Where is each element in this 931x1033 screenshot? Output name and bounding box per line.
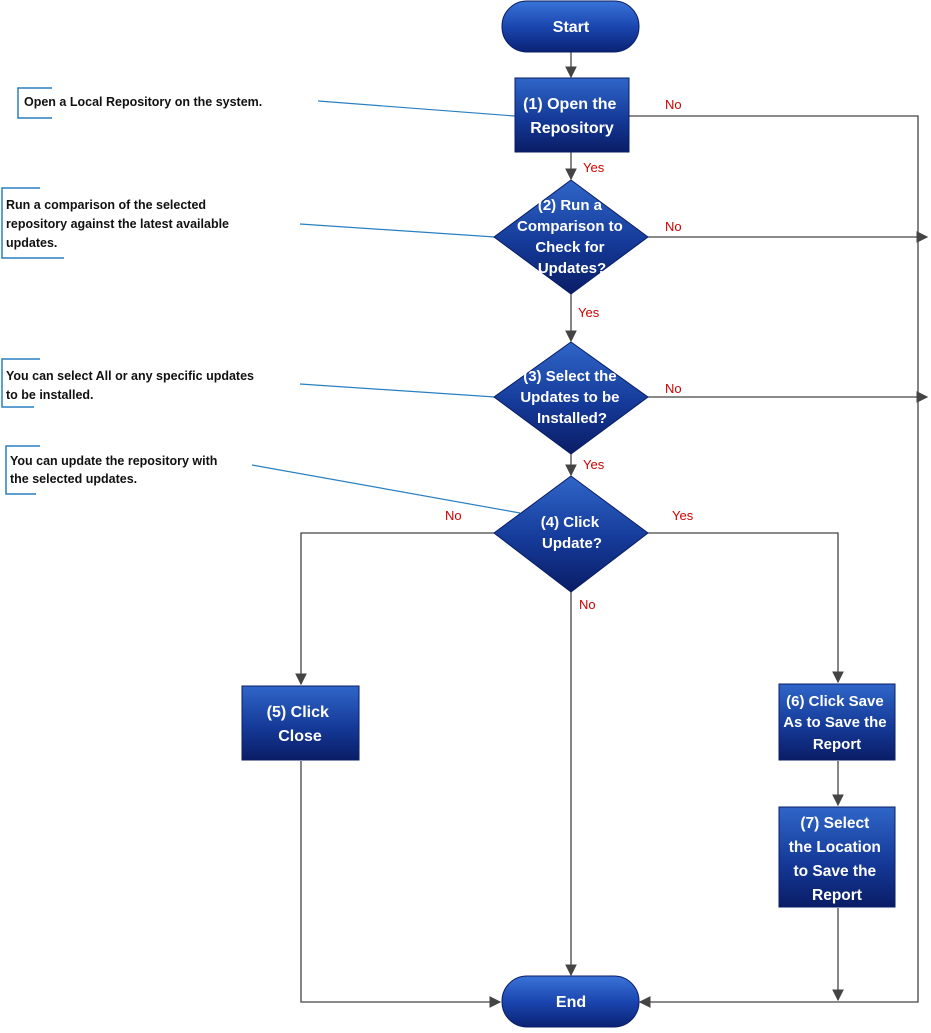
step-5-line-1: (5) Click (267, 704, 329, 721)
note-1-line-1: Open a Local Repository on the system. (24, 95, 262, 109)
label-yes-1-2: Yes (583, 160, 605, 175)
step-3-line-2: Updates to be (520, 389, 619, 406)
note-4-line-2: the selected updates. (10, 472, 137, 486)
step-4-line-1: (4) Click (541, 514, 600, 531)
note-bracket-1 (17, 87, 52, 119)
edge-1-no-right (629, 115, 919, 1008)
svg-text:Run a comparison of the select: Run a comparison of the selected reposit… (6, 198, 232, 250)
end-label: End (556, 994, 586, 1011)
connectors (295, 52, 929, 1008)
note-2-line-1: Run a comparison of the selected (6, 198, 206, 212)
svg-text:(4) Click Update?: (4) Click Update? (541, 514, 604, 552)
svg-text:(1) Open the Repository: (1) Open the Repository (523, 96, 621, 137)
callout-line-4 (251, 464, 521, 514)
step-3-line-3: Installed? (537, 410, 607, 427)
callout-line-2 (299, 223, 496, 238)
note-brackets (1, 87, 64, 495)
edge-4-yes-right (648, 532, 844, 684)
step-7-line-1: (7) Select (800, 815, 869, 832)
label-yes-2-3: Yes (578, 305, 600, 320)
svg-text:(3) Select the Updates t: (3) Select the Updates to be Installed? (520, 368, 623, 427)
label-no-2: No (665, 219, 682, 234)
note-3: You can select All or any specific updat… (6, 369, 257, 402)
callout-line-3 (299, 383, 496, 398)
step-6-box: (6) Click Save As to Save the Report (778, 683, 896, 761)
note-bracket-4 (5, 445, 40, 495)
step-2-decision: (2) Run a Comparison to Check for Update… (493, 179, 649, 295)
edge-labels: Yes No No Yes No Yes No Yes No (445, 97, 694, 612)
step-7-box: (7) Select the Location to Save the Repo… (778, 806, 896, 908)
note-bracket-3 (1, 358, 40, 408)
step-3-line-1: (3) Select the (523, 368, 616, 385)
note-1: Open a Local Repository on the system. (24, 95, 262, 109)
step-1-line-1: (1) Open the (523, 96, 616, 113)
step-5-line-2: Close (278, 728, 322, 745)
step-4-decision: (4) Click Update? (493, 475, 649, 593)
label-no-4-left: No (445, 508, 462, 523)
step-2-line-4: Updates? (538, 260, 606, 277)
edge-4-no-left (295, 532, 495, 686)
start-label: Start (553, 19, 590, 36)
label-yes-3-4: Yes (583, 457, 605, 472)
step-6-line-3: Report (813, 736, 861, 753)
note-2: Run a comparison of the selected reposit… (6, 198, 232, 250)
start-terminal: Start (501, 0, 640, 53)
svg-text:You can update the repository: You can update the repository with the s… (10, 454, 221, 486)
step-1-box: (1) Open the Repository (514, 77, 630, 153)
note-2-line-2: repository against the latest available (6, 217, 229, 231)
callout-line-1 (317, 100, 516, 117)
callouts (251, 100, 521, 514)
label-no-4-down: No (579, 597, 596, 612)
step-5-box: (5) Click Close (241, 685, 360, 761)
end-terminal: End (501, 975, 640, 1028)
note-bracket-2 (1, 187, 64, 259)
note-2-line-3: updates. (6, 236, 57, 250)
edge-5-end (300, 761, 502, 1008)
label-no-3: No (665, 381, 682, 396)
svg-text:Open a Local Repository on the: Open a Local Repository on the system. (24, 95, 262, 109)
step-7-line-4: Report (812, 887, 862, 904)
step-2-line-1: (2) Run a (538, 197, 603, 214)
svg-text:(7) Select the Location: (7) Select the Location to Save the Repo… (789, 815, 885, 904)
step-2-line-3: Check for (535, 239, 604, 256)
note-4: You can update the repository with the s… (10, 454, 221, 486)
step-7-line-2: the Location (789, 839, 881, 856)
note-3-line-1: You can select All or any specific updat… (6, 369, 254, 383)
step-7-line-3: to Save the (793, 863, 876, 880)
step-4-line-2: Update? (542, 535, 602, 552)
svg-text:You can select All or any spec: You can select All or any specific updat… (6, 369, 257, 402)
note-4-line-1: You can update the repository with (10, 454, 217, 468)
step-6-line-2: As to Save the (783, 714, 886, 731)
step-3-decision: (3) Select the Updates to be Installed? (493, 341, 649, 455)
label-yes-4-right: Yes (672, 508, 694, 523)
svg-text:(2) Run a Comparison to: (2) Run a Comparison to Check for Update… (517, 197, 627, 277)
svg-text:(6) Click Save As to Sav: (6) Click Save As to Save the Report (783, 693, 891, 753)
step-6-line-1: (6) Click Save (786, 693, 884, 710)
svg-text:(5) Click Close: (5) Click Close (267, 704, 334, 745)
label-no-1: No (665, 97, 682, 112)
step-2-line-2: Comparison to (517, 218, 623, 235)
note-3-line-2: to be installed. (6, 388, 94, 402)
step-1-line-2: Repository (530, 120, 614, 137)
